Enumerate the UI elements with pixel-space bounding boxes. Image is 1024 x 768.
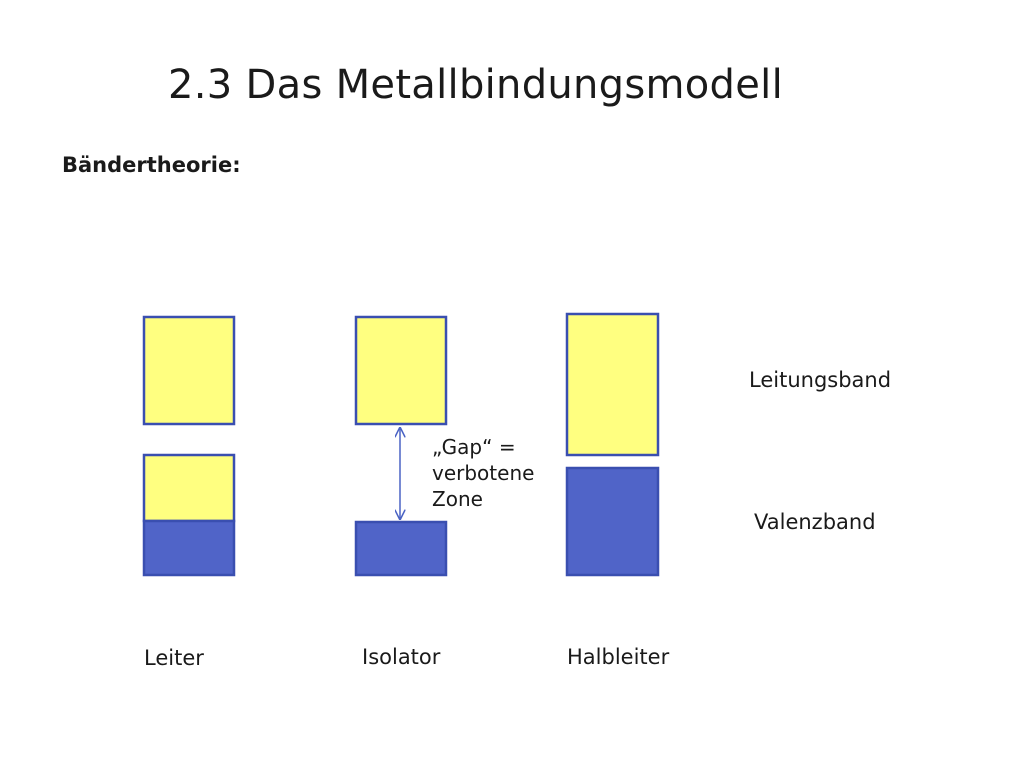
gap-label-line-1: „Gap“ =	[432, 435, 516, 459]
material-label-halbleiter: Halbleiter	[567, 645, 670, 669]
halbleiter-valence-band	[565, 466, 660, 577]
slide-title: 2.3 Das Metallbindungsmodell	[168, 62, 783, 108]
material-label-isolator: Isolator	[362, 645, 441, 669]
gap-label-line-2: verbotene	[432, 461, 535, 485]
leiter-conduction-band	[142, 315, 236, 426]
leiter-partial-band-empty	[142, 453, 236, 523]
section-heading: Bändertheorie:	[62, 153, 241, 177]
gap-label: „Gap“ = verbotene Zone	[432, 434, 534, 512]
isolator-conduction-band	[354, 315, 448, 426]
conduction-band-label: Leitungsband	[749, 368, 892, 392]
isolator-valence-band	[354, 520, 448, 577]
leiter-partial-band-filled	[142, 519, 236, 577]
material-label-leiter: Leiter	[144, 646, 204, 670]
halbleiter-conduction-band	[565, 312, 660, 457]
gap-label-line-3: Zone	[432, 487, 483, 511]
valence-band-label: Valenzband	[754, 510, 876, 534]
